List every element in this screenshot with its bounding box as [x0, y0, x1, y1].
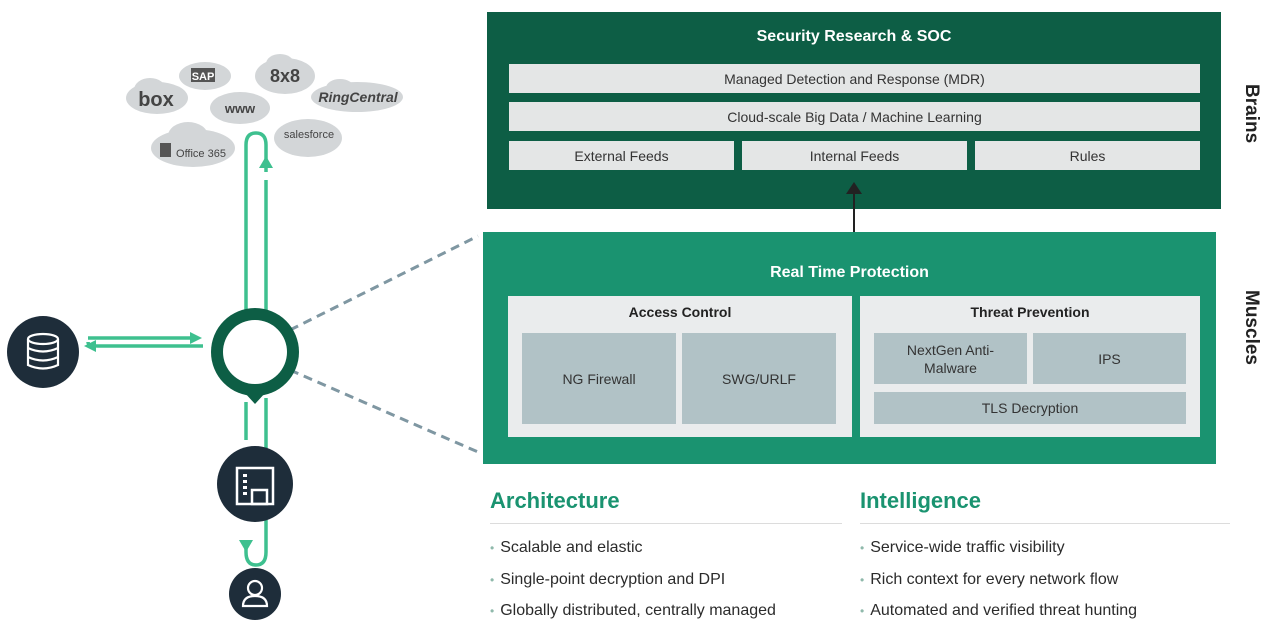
svg-text:box: box [138, 89, 174, 111]
ips-tile: IPS [1033, 333, 1186, 384]
intelligence-list: •Service-wide traffic visibility •Rich c… [860, 538, 1137, 633]
brains-title: Security Research & SOC [756, 28, 952, 45]
list-item: •Rich context for every network flow [860, 570, 1119, 588]
muscles-panel: Real Time Protection Access Control NG F… [483, 232, 1216, 464]
list-item: •Globally distributed, centrally managed [490, 602, 776, 619]
svg-text:RingCentral: RingCentral [318, 89, 398, 105]
network-diagram: box SAP www 8x8 RingCentral salesforce O… [7, 54, 479, 620]
nextgen-anti-malware-tile: NextGen Anti-Malware [874, 333, 1027, 384]
ng-firewall-tile: NG Firewall [522, 333, 676, 424]
svg-text:8x8: 8x8 [270, 66, 300, 86]
inspection-node-icon [211, 308, 299, 404]
architecture-divider [490, 523, 842, 524]
cloud-www: www [210, 92, 270, 124]
user-icon [229, 568, 281, 620]
external-feeds-box: External Feeds [509, 141, 734, 170]
svg-text:salesforce: salesforce [284, 129, 334, 141]
svg-text:Office 365: Office 365 [176, 148, 226, 160]
list-item: •Single-point decryption and DPI [490, 570, 726, 588]
svg-text:SAP: SAP [192, 71, 215, 83]
list-item: •Service-wide traffic visibility [860, 539, 1065, 556]
arrow-up-icon [259, 156, 273, 168]
threat-prevention-title: Threat Prevention [970, 304, 1090, 320]
muscles-side-label: Muscles [1241, 290, 1262, 365]
cloud-8x8: 8x8 [255, 54, 315, 94]
architecture-list: •Scalable and elastic •Single-point decr… [490, 538, 776, 633]
arrow-down-icon [239, 540, 253, 552]
list-item: •Automated and verified threat hunting [860, 602, 1138, 619]
mdr-bar: Managed Detection and Response (MDR) [509, 64, 1200, 93]
arrow-left-icon [84, 340, 96, 352]
ml-bar: Cloud-scale Big Data / Machine Learning [509, 102, 1200, 131]
arrow-right-icon [190, 332, 202, 344]
rules-box: Rules [975, 141, 1200, 170]
cloud-box: box [126, 78, 188, 114]
intelligence-divider [860, 523, 1230, 524]
brains-panel: Security Research & SOC Managed Detectio… [487, 12, 1221, 209]
svg-text:www: www [224, 101, 256, 116]
access-control-group: Access Control NG Firewall SWG/URLF [508, 296, 852, 437]
cloud-ringcentral: RingCentral [311, 79, 403, 112]
tls-decryption-tile: TLS Decryption [874, 392, 1186, 424]
architecture-heading: Architecture [490, 488, 620, 513]
threat-prevention-group: Threat Prevention NextGen Anti-Malware I… [860, 296, 1200, 437]
internal-feeds-box: Internal Feeds [742, 141, 967, 170]
database-icon [7, 316, 79, 388]
muscles-title: Real Time Protection [770, 264, 929, 281]
building-icon [217, 446, 293, 522]
cloud-office365: Office 365 [151, 122, 235, 167]
list-item: •Scalable and elastic [490, 539, 643, 556]
cloud-salesforce: salesforce [274, 119, 342, 157]
swg-urlf-tile: SWG/URLF [682, 333, 836, 424]
access-control-title: Access Control [628, 304, 732, 320]
intelligence-heading: Intelligence [860, 488, 982, 513]
brains-side-label: Brains [1241, 84, 1262, 144]
cloud-sap: SAP [179, 62, 231, 90]
